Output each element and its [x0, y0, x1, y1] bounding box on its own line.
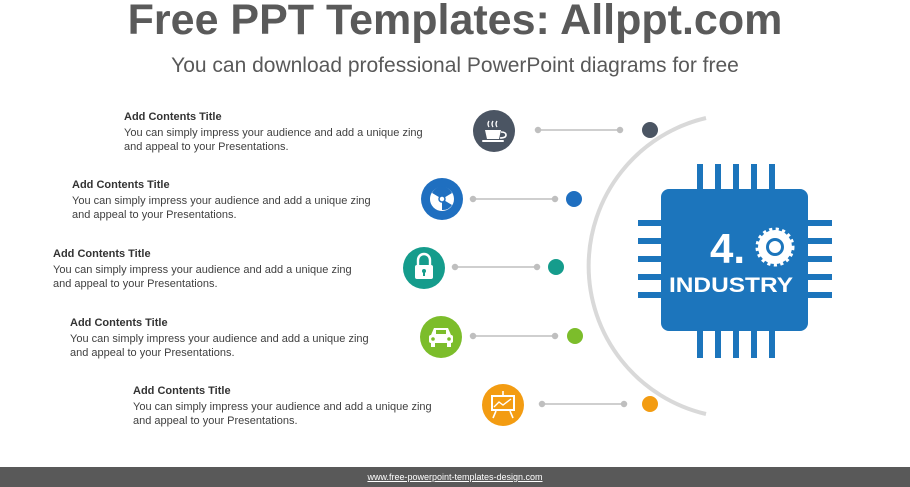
- icon-badge-1: [473, 110, 515, 152]
- radiation-icon: [430, 186, 454, 211]
- arc-dot-5: [642, 396, 658, 412]
- content-item-description: You can simply impress your audience and…: [124, 127, 423, 153]
- arc-dot-1: [642, 122, 658, 138]
- page-title: Free PPT Templates: Allppt.com: [127, 0, 783, 44]
- gear-icon: [755, 227, 795, 267]
- content-item-1: Add Contents Title You can simply impres…: [124, 110, 434, 154]
- car-icon: [429, 328, 453, 347]
- content-item-title: Add Contents Title: [70, 317, 168, 329]
- content-item-5: Add Contents Title You can simply impres…: [133, 384, 443, 428]
- coffee-cup-icon: [482, 120, 507, 142]
- page-subtitle: You can download professional PowerPoint…: [171, 54, 739, 77]
- content-item-title: Add Contents Title: [72, 179, 170, 191]
- content-item-description: You can simply impress your audience and…: [72, 195, 371, 221]
- footer-bar: www.free-powerpoint-templates-design.com: [0, 467, 910, 487]
- icon-badge-4: [420, 316, 462, 358]
- icon-badge-5: [482, 384, 524, 426]
- content-item-4: Add Contents Title You can simply impres…: [70, 316, 380, 360]
- icon-badge-3: [403, 247, 445, 289]
- arc-dot-2: [566, 191, 582, 207]
- content-item-description: You can simply impress your audience and…: [53, 264, 352, 290]
- content-item-description: You can simply impress your audience and…: [133, 401, 432, 427]
- timeline-arc: [586, 116, 707, 416]
- content-item-title: Add Contents Title: [124, 111, 222, 123]
- content-item-2: Add Contents Title You can simply impres…: [72, 178, 382, 222]
- content-item-description: You can simply impress your audience and…: [70, 333, 369, 359]
- padlock-icon: [415, 252, 433, 279]
- content-item-title: Add Contents Title: [53, 248, 151, 260]
- footer-link[interactable]: www.free-powerpoint-templates-design.com: [367, 472, 543, 482]
- arc-dot-4: [567, 328, 583, 344]
- chip-label: INDUSTRY: [669, 274, 793, 297]
- cpu-chip: 4. INDUSTRY: [638, 164, 832, 358]
- connector-lines: [451, 126, 628, 408]
- content-item-3: Add Contents Title You can simply impres…: [53, 247, 363, 291]
- content-item-title: Add Contents Title: [133, 385, 231, 397]
- icon-badge-2: [421, 178, 463, 220]
- arc-dots: [548, 122, 658, 412]
- presentation-board-icon: [491, 391, 515, 419]
- chip-pins: [638, 164, 832, 358]
- chip-number: 4.: [710, 225, 745, 272]
- chip-body: [661, 189, 808, 331]
- arc-dot-3: [548, 259, 564, 275]
